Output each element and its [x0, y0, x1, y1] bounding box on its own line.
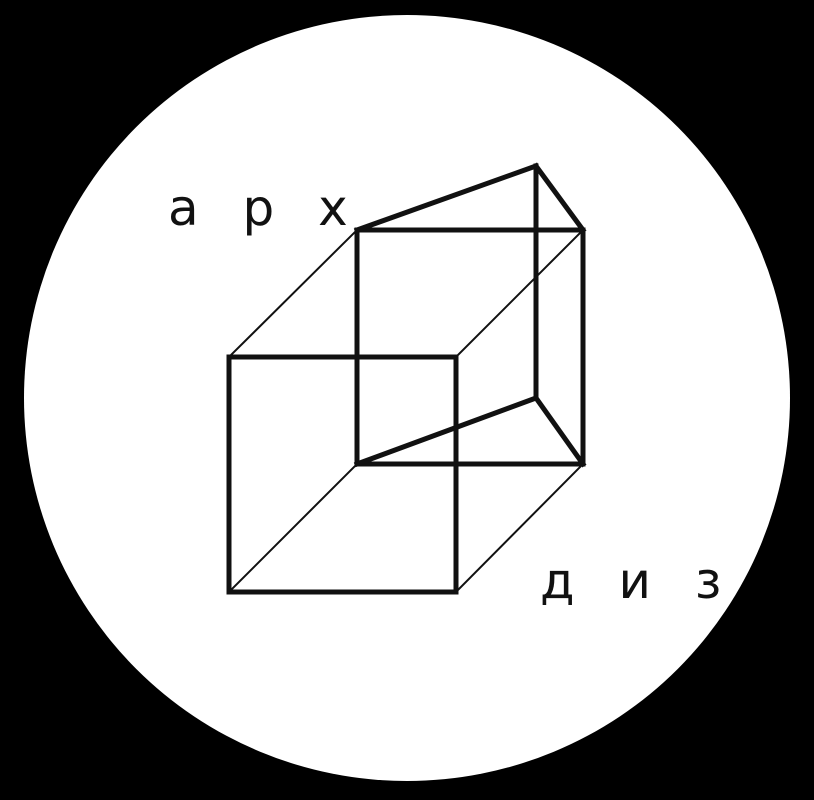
wireframe-cube: [226, 162, 587, 595]
logo-word-bottom: д и з: [540, 552, 736, 610]
cube-back-face: [354, 227, 586, 467]
logo-word-top: а р х: [168, 179, 362, 237]
logo-disc: [24, 15, 790, 781]
cube-thin-edges: [227, 228, 585, 594]
cube-bold-edges: [226, 162, 587, 595]
cube-front-face: [226, 354, 459, 595]
